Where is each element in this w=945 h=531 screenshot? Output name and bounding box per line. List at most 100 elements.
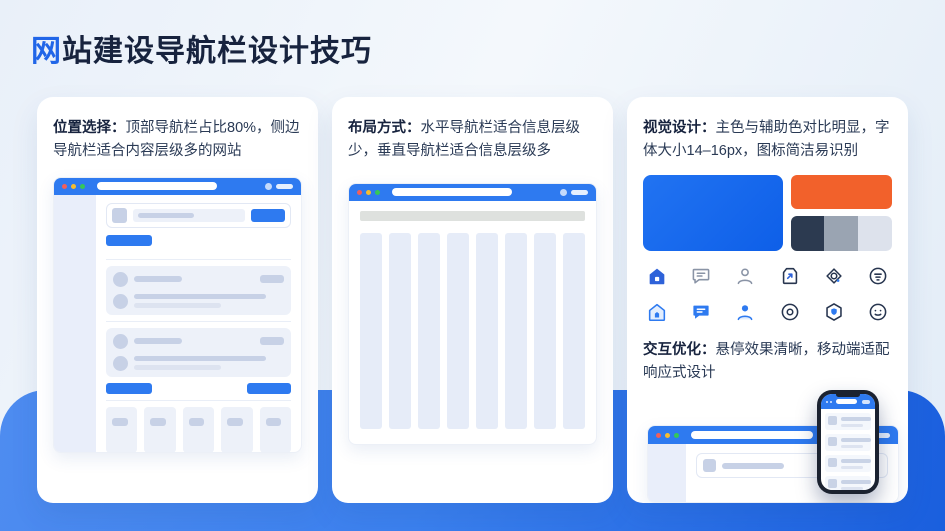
home-filled-icon bbox=[646, 265, 668, 287]
traffic-light-red-icon bbox=[62, 183, 67, 189]
page-title: 网站建设导航栏设计技巧 bbox=[31, 26, 372, 70]
text-placeholder bbox=[112, 417, 128, 426]
home-outline-icon bbox=[646, 301, 668, 323]
card-interaction-body: 悬停效果清晰，移动端适配响应式设计 bbox=[643, 341, 890, 381]
avatar-placeholder bbox=[113, 271, 128, 287]
smiley-icon bbox=[867, 301, 889, 323]
card-position-text: 位置选择：顶部导航栏占比80%，侧边导航栏适合内容层级多的网站 bbox=[53, 117, 302, 163]
card-position-heading: 位置选择： bbox=[53, 120, 126, 136]
neutral-color-swatches bbox=[790, 215, 892, 251]
buttons-row bbox=[106, 382, 291, 394]
color-swatches bbox=[643, 174, 892, 251]
column-placeholder bbox=[476, 232, 498, 429]
column-placeholder bbox=[563, 232, 585, 429]
tag-placeholder bbox=[260, 275, 284, 284]
card-layout-heading: 布局方式： bbox=[348, 120, 421, 136]
avatar-placeholder bbox=[113, 333, 128, 349]
phone-navbar-placeholder bbox=[821, 394, 875, 409]
card-layout-body: 水平导航栏适合信息层级少，垂直导航栏适合信息层级多 bbox=[348, 120, 580, 159]
icon-samples-row-1 bbox=[643, 265, 892, 287]
browser-body bbox=[54, 194, 301, 452]
column-placeholder bbox=[534, 232, 556, 429]
share-badge-icon bbox=[779, 265, 801, 287]
text-placeholder bbox=[134, 293, 266, 299]
search-bar-placeholder bbox=[106, 202, 291, 228]
card-visual-heading: 视觉设计： bbox=[643, 120, 716, 136]
thumbnail-placeholder bbox=[828, 437, 837, 446]
browser-topbar bbox=[349, 183, 596, 201]
phone-mockup bbox=[817, 390, 879, 494]
column-placeholder bbox=[360, 232, 382, 429]
thumbnail-placeholder bbox=[828, 458, 837, 467]
vertical-columns-placeholder bbox=[360, 232, 585, 429]
phone-dot-icon bbox=[826, 400, 828, 403]
address-bar-placeholder bbox=[691, 431, 813, 439]
secondary-swatches bbox=[790, 174, 892, 251]
primary-color-swatch bbox=[643, 174, 783, 251]
light-swatch bbox=[858, 215, 892, 251]
text-placeholder bbox=[134, 302, 221, 308]
text-placeholder bbox=[722, 462, 784, 469]
text-placeholder bbox=[841, 480, 871, 484]
grid-card-placeholder bbox=[182, 406, 215, 452]
dark-swatch bbox=[790, 215, 825, 251]
text-placeholder bbox=[138, 212, 195, 218]
card-position: 位置选择：顶部导航栏占比80%，侧边导航栏适合内容层级多的网站 bbox=[37, 97, 318, 503]
search-button-placeholder bbox=[251, 208, 285, 222]
card-layout-text: 布局方式：水平导航栏适合信息层级少，垂直导航栏适合信息层级多 bbox=[348, 117, 597, 163]
search-icon bbox=[703, 459, 716, 472]
button-placeholder bbox=[106, 234, 152, 246]
phone-menu-placeholder bbox=[862, 399, 870, 404]
browser-topbar bbox=[54, 177, 301, 195]
column-placeholder bbox=[418, 232, 440, 429]
text-placeholder bbox=[134, 276, 182, 283]
card-visual-body: 主色与辅助色对比明显，字体大小14–16px，图标简洁易识别 bbox=[643, 120, 890, 159]
thumbnail-placeholder bbox=[828, 416, 837, 425]
record-icon bbox=[779, 301, 801, 323]
sidebar-nav-placeholder bbox=[648, 444, 686, 502]
avatar-placeholder bbox=[560, 188, 567, 196]
text-placeholder bbox=[188, 417, 205, 426]
browser-mockup-columns-layout bbox=[348, 182, 597, 445]
text-placeholder bbox=[841, 424, 863, 427]
chat-icon bbox=[690, 265, 712, 287]
topbar-button-placeholder bbox=[571, 189, 588, 195]
phone-list-item bbox=[825, 413, 871, 430]
search-icon bbox=[112, 207, 127, 223]
search-bar-placeholder bbox=[696, 453, 888, 478]
traffic-light-red-icon bbox=[357, 189, 362, 195]
grid-card-placeholder bbox=[144, 406, 176, 452]
column-placeholder bbox=[389, 232, 411, 429]
text-placeholder bbox=[841, 487, 863, 490]
text-placeholder bbox=[227, 417, 243, 426]
phone-list bbox=[821, 409, 875, 490]
phone-screen bbox=[821, 394, 875, 490]
text-placeholder bbox=[134, 338, 182, 345]
text-placeholder bbox=[265, 417, 282, 426]
card-grid-placeholder bbox=[106, 406, 292, 452]
accent-color-swatch bbox=[790, 174, 892, 209]
button-placeholder bbox=[106, 382, 152, 394]
cards-row: 位置选择：顶部导航栏占比80%，侧边导航栏适合内容层级多的网站 bbox=[37, 97, 908, 503]
traffic-light-yellow-icon bbox=[71, 183, 76, 189]
avatar-placeholder bbox=[113, 293, 128, 309]
phone-list-item bbox=[825, 434, 871, 451]
text-placeholder bbox=[150, 417, 166, 426]
list-item-placeholder bbox=[106, 265, 291, 315]
avatar-placeholder bbox=[113, 355, 128, 371]
phone-dot-icon bbox=[830, 400, 832, 403]
card-position-body: 顶部导航栏占比80%，侧边导航栏适合内容层级多的网站 bbox=[53, 120, 300, 159]
grid-card-placeholder bbox=[221, 406, 253, 452]
text-placeholder bbox=[841, 459, 871, 463]
user-blue-icon bbox=[734, 301, 756, 323]
card-visual-text: 视觉设计：主色与辅助色对比明显，字体大小14–16px，图标简洁易识别 bbox=[643, 117, 892, 163]
thumbnail-placeholder bbox=[828, 479, 837, 488]
text-placeholder bbox=[841, 438, 871, 442]
divider bbox=[106, 258, 291, 260]
gray-swatch bbox=[824, 215, 859, 251]
search-field-placeholder bbox=[133, 208, 245, 222]
filter-circle-icon bbox=[867, 265, 889, 287]
topbar-button-placeholder bbox=[276, 183, 293, 189]
traffic-light-green-icon bbox=[674, 432, 679, 438]
column-placeholder bbox=[505, 232, 527, 429]
